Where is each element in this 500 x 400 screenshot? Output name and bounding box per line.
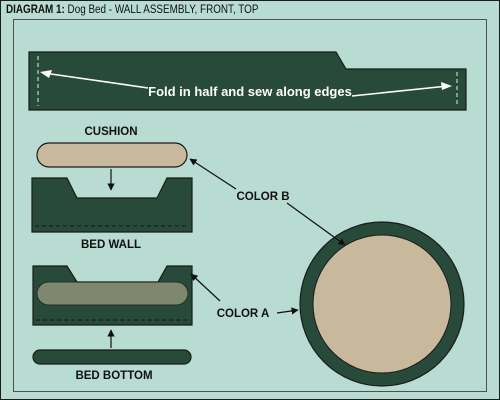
bed-bottom	[32, 349, 192, 365]
diagram-title-label: DIAGRAM 1:	[6, 4, 65, 16]
cushion-label: CUSHION	[84, 126, 137, 138]
top-view-inner-fill	[312, 234, 452, 374]
bed-wall-label: BED WALL	[81, 239, 141, 251]
diagram-title-text: Dog Bed - WALL ASSEMBLY, FRONT, TOP	[64, 4, 259, 16]
cushion	[36, 142, 188, 168]
fold-arrow-right-head	[441, 82, 452, 90]
color-a-arrow-to-ring	[276, 307, 299, 315]
fold-arrow-right	[351, 85, 449, 97]
bed-wall	[31, 177, 193, 233]
fold-instruction: Fold in half and sew along edges	[148, 84, 352, 99]
color-a-label: COLOR A	[217, 308, 270, 320]
bed-bottom-label: BED BOTTOM	[75, 370, 152, 382]
fold-arrow-left	[43, 72, 149, 89]
fold-arrow-left-head	[40, 70, 52, 78]
diagram-title: DIAGRAM 1: Dog Bed - WALL ASSEMBLY, FRON…	[6, 4, 258, 16]
color-b-arrow-to-cushion	[189, 158, 237, 190]
color-a-arrow-to-bed	[190, 273, 221, 302]
diagram-inner-border	[13, 19, 487, 392]
color-b-arrow-to-circle	[286, 202, 346, 246]
color-b-label: COLOR B	[236, 191, 289, 203]
assembled-cushion	[36, 281, 189, 306]
